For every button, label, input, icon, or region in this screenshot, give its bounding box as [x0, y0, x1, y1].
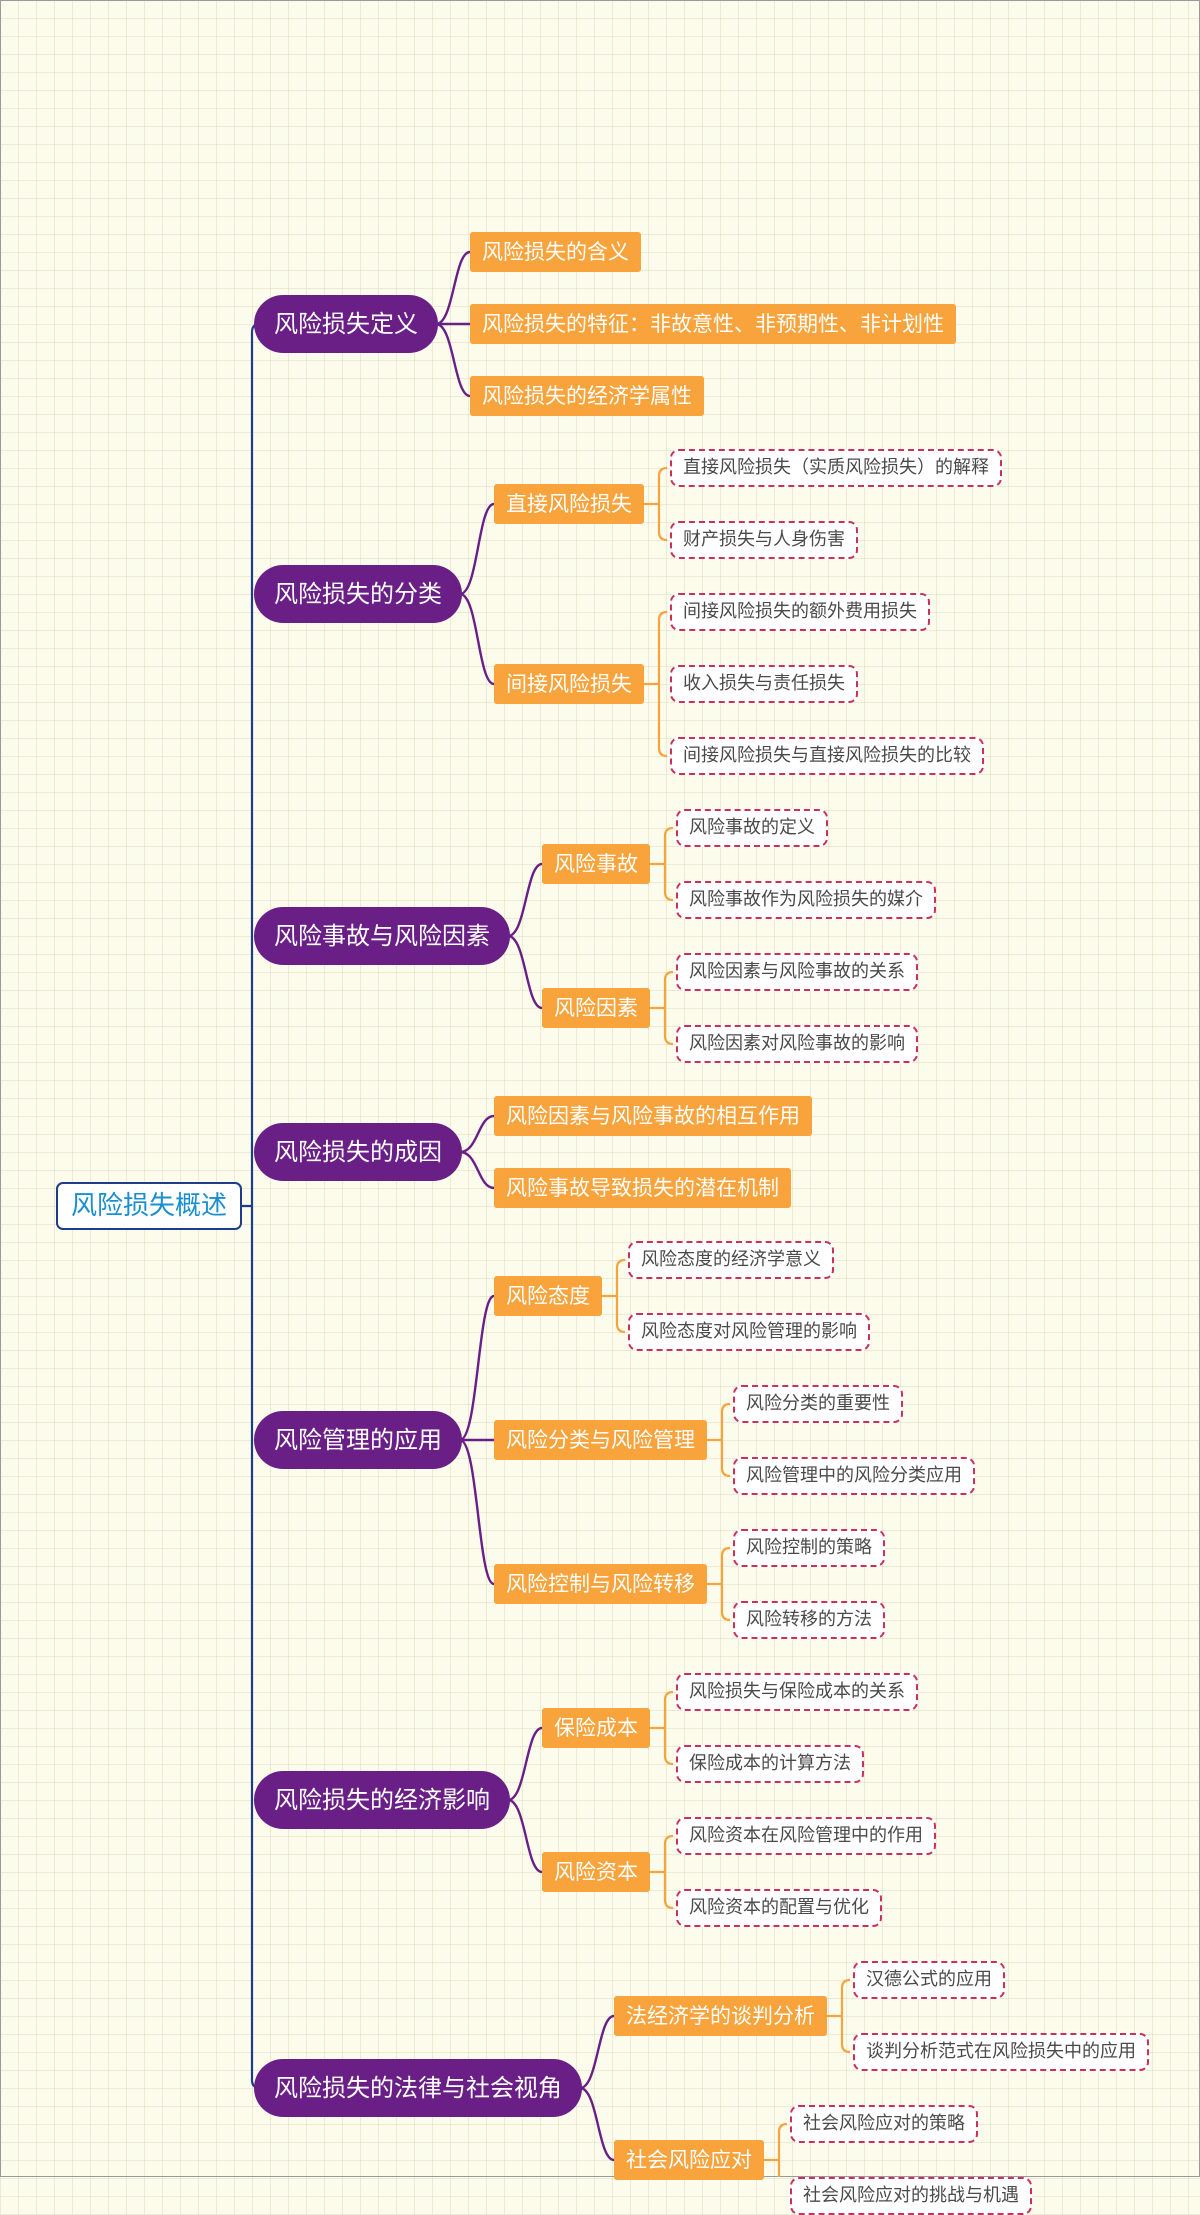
branch-link	[459, 1150, 495, 1190]
branch-link	[579, 2014, 615, 2090]
subtopic[interactable]: 风险损失的经济学属性	[470, 376, 704, 416]
subtopic[interactable]: 保险成本	[542, 1708, 650, 1748]
leaf-topic[interactable]: 风险事故作为风险损失的媒介	[676, 881, 936, 919]
leaf-topic[interactable]: 风险资本的配置与优化	[676, 1889, 882, 1927]
branch-topic[interactable]: 风险损失定义	[254, 295, 438, 353]
branch-link	[507, 862, 543, 938]
leaf-topic[interactable]: 谈判分析范式在风险损失中的应用	[853, 2033, 1149, 2071]
branch-topic[interactable]: 风险管理的应用	[254, 1411, 462, 1469]
branch-link	[507, 934, 543, 1010]
subtopic[interactable]: 风险损失的含义	[470, 232, 641, 272]
branch-link	[507, 1726, 543, 1802]
subtopic[interactable]: 风险事故导致损失的潜在机制	[494, 1168, 791, 1208]
leaf-topic[interactable]: 风险因素与风险事故的关系	[676, 953, 918, 991]
leaf-topic[interactable]: 风险因素对风险事故的影响	[676, 1025, 918, 1063]
leaf-topic[interactable]: 收入损失与责任损失	[670, 665, 858, 703]
leaf-topic[interactable]: 社会风险应对的挑战与机遇	[790, 2177, 1032, 2215]
leaf-topic[interactable]: 保险成本的计算方法	[676, 1745, 864, 1783]
branch-link	[507, 1798, 543, 1874]
leaf-topic[interactable]: 社会风险应对的策略	[790, 2105, 978, 2143]
branch-link	[459, 1294, 495, 1442]
leaf-bracket	[663, 970, 674, 1046]
leaf-topic[interactable]: 风险管理中的风险分类应用	[733, 1457, 975, 1495]
subtopic[interactable]: 风险控制与风险转移	[494, 1564, 707, 1604]
leaf-bracket	[663, 1690, 674, 1766]
leaf-bracket	[657, 610, 668, 758]
leaf-bracket	[657, 466, 668, 542]
leaf-topic[interactable]: 风险损失与保险成本的关系	[676, 1673, 918, 1711]
branch-topic[interactable]: 风险损失的经济影响	[254, 1771, 510, 1829]
leaf-topic[interactable]: 风险资本在风险管理中的作用	[676, 1817, 936, 1855]
leaf-topic[interactable]: 风险事故的定义	[676, 809, 828, 847]
branch-topic[interactable]: 风险损失的法律与社会视角	[254, 2059, 582, 2117]
root-topic[interactable]: 风险损失概述	[56, 1182, 243, 1230]
leaf-bracket	[777, 2122, 788, 2177]
leaf-bracket	[615, 1258, 626, 1334]
leaf-topic[interactable]: 风险转移的方法	[733, 1601, 885, 1639]
leaf-bracket	[720, 1402, 731, 1478]
subtopic[interactable]: 风险态度	[494, 1276, 602, 1316]
branch-link	[435, 250, 471, 326]
leaf-topic[interactable]: 风险态度的经济学意义	[628, 1241, 834, 1279]
subtopic[interactable]: 风险因素	[542, 988, 650, 1028]
subtopic[interactable]: 风险损失的特征：非故意性、非预期性、非计划性	[470, 304, 956, 344]
branch-topic[interactable]: 风险损失的分类	[254, 565, 462, 623]
branch-link	[459, 502, 495, 596]
leaf-topic[interactable]: 汉德公式的应用	[853, 1961, 1005, 1999]
branch-topic[interactable]: 风险损失的成因	[254, 1123, 462, 1181]
leaf-topic[interactable]: 财产损失与人身伤害	[670, 521, 858, 559]
subtopic[interactable]: 社会风险应对	[614, 2140, 764, 2180]
branch-link	[459, 1438, 495, 1586]
subtopic[interactable]: 间接风险损失	[494, 664, 644, 704]
leaf-topic[interactable]: 风险态度对风险管理的影响	[628, 1313, 870, 1351]
subtopic[interactable]: 风险资本	[542, 1852, 650, 1892]
branch-link	[459, 592, 495, 686]
leaf-bracket	[663, 1834, 674, 1910]
leaf-bracket	[720, 1546, 731, 1622]
branch-link	[579, 2086, 615, 2162]
leaf-topic[interactable]: 间接风险损失与直接风险损失的比较	[670, 737, 984, 775]
branch-link	[459, 1114, 495, 1154]
leaf-topic[interactable]: 风险分类的重要性	[733, 1385, 903, 1423]
leaf-bracket	[840, 1978, 851, 2054]
subtopic[interactable]: 风险分类与风险管理	[494, 1420, 707, 1460]
subtopic[interactable]: 风险因素与风险事故的相互作用	[494, 1096, 812, 1136]
subtopic[interactable]: 直接风险损失	[494, 484, 644, 524]
subtopic[interactable]: 法经济学的谈判分析	[614, 1996, 827, 2036]
leaf-topic[interactable]: 风险控制的策略	[733, 1529, 885, 1567]
leaf-bracket	[663, 826, 674, 902]
subtopic[interactable]: 风险事故	[542, 844, 650, 884]
leaf-topic[interactable]: 直接风险损失（实质风险损失）的解释	[670, 449, 1002, 487]
branch-topic[interactable]: 风险事故与风险因素	[254, 907, 510, 965]
leaf-topic[interactable]: 间接风险损失的额外费用损失	[670, 593, 930, 631]
branch-link	[435, 322, 471, 398]
